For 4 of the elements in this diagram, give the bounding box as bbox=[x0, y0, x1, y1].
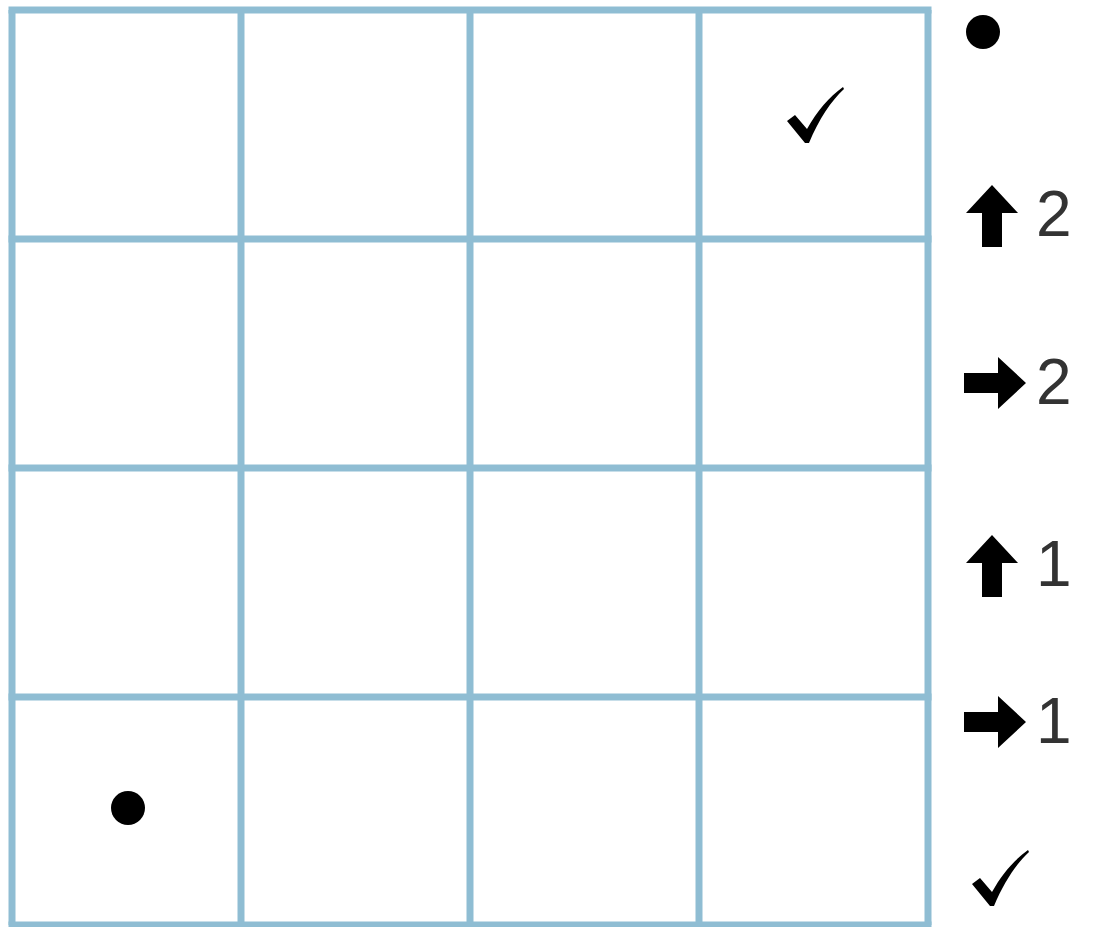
step-count: 1 bbox=[1036, 689, 1072, 753]
step-count: 1 bbox=[1036, 532, 1072, 596]
step-count: 2 bbox=[1036, 182, 1072, 246]
step-count: 2 bbox=[1036, 350, 1072, 414]
